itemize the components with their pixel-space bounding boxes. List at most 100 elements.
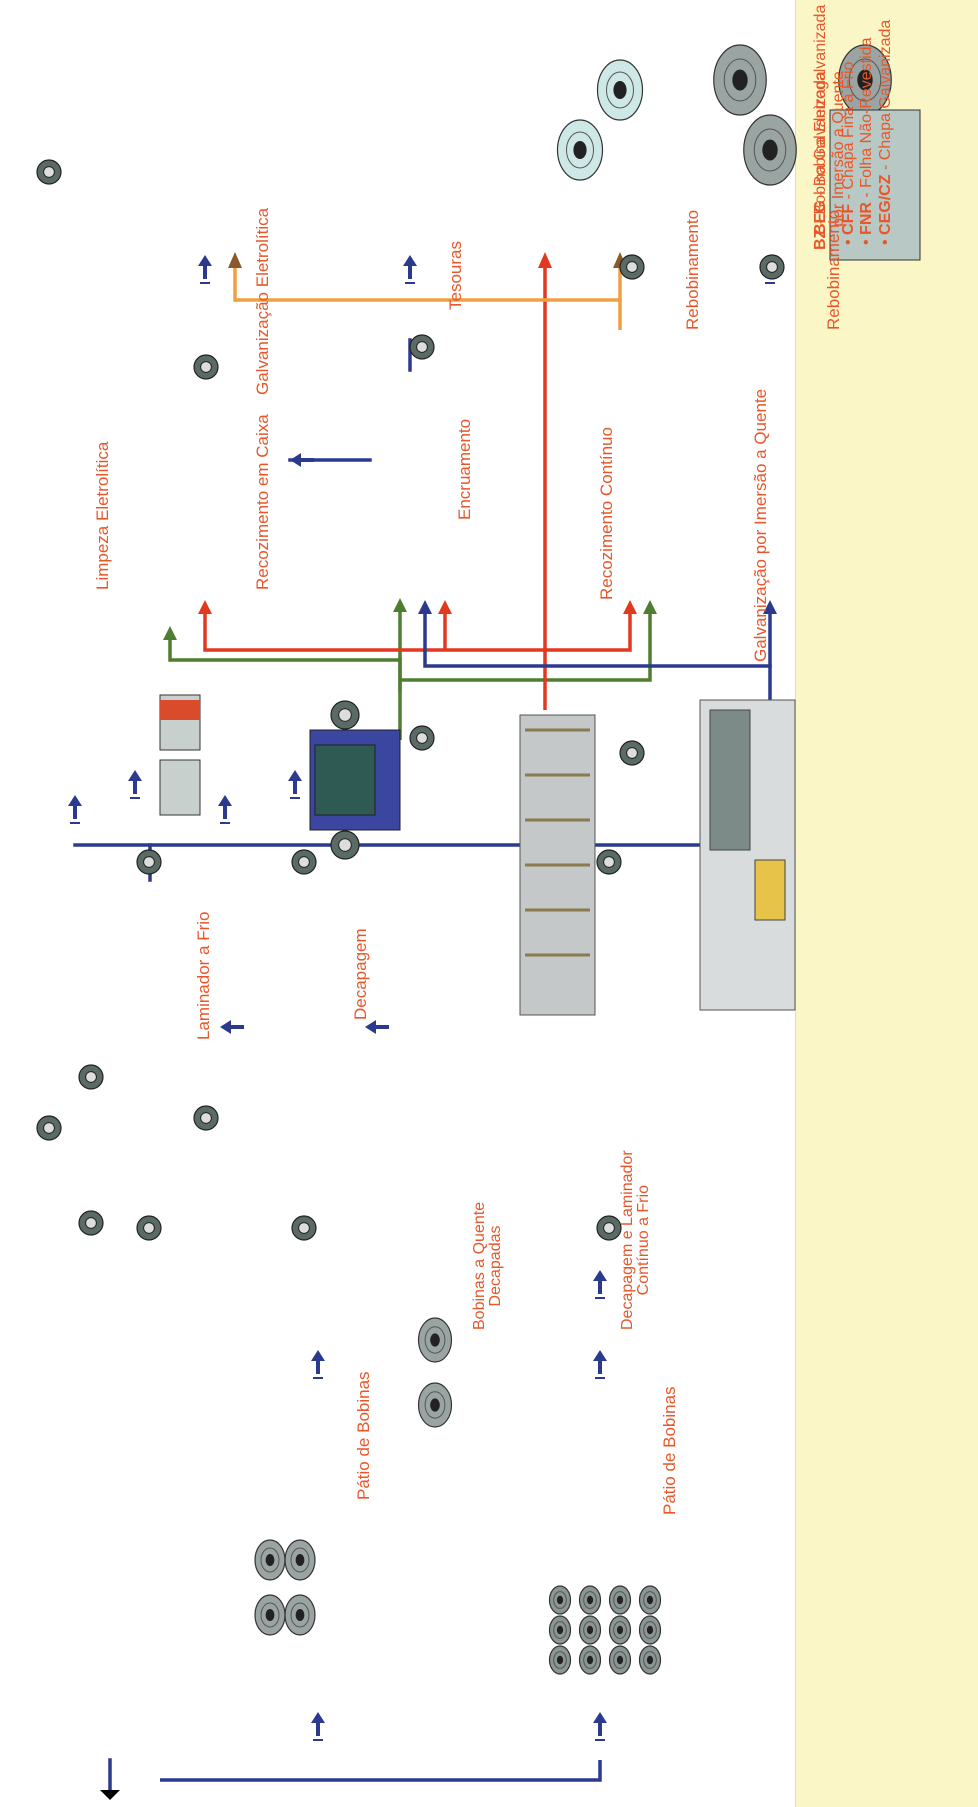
- encruamento-stand: [315, 745, 375, 815]
- product-bz-desc: - Bobina Galvanizada: [812, 71, 829, 228]
- label-decapagem-laminador-line1: Decapagem e Laminador: [620, 1150, 636, 1330]
- caixa-furnace-2: [160, 760, 200, 815]
- arrow-to-patio-2-head: [593, 1712, 607, 1723]
- patio-1-coil-4: [285, 1595, 315, 1635]
- product-fnr: • FNR - Folha Não-Revestida: [858, 20, 876, 245]
- label-tesouras: Tesouras: [447, 241, 464, 310]
- rebob-2-line-coiler: [760, 255, 784, 279]
- galv-imersao-pot: [755, 860, 785, 920]
- coil-core: [266, 1609, 275, 1621]
- rebob-1-line-uncoiler: [620, 741, 644, 765]
- arrow-patio-to-decap-lam-2-head: [593, 1270, 607, 1281]
- coil-core: [617, 1596, 623, 1604]
- roll-hub: [86, 1072, 97, 1083]
- red-arrow-products: [538, 252, 552, 268]
- label-recozimento-caixa: Recozimento em Caixa: [254, 414, 271, 590]
- patio-1-coil-1: [255, 1540, 285, 1580]
- product-fnr-code: FNR: [858, 202, 875, 235]
- roll-hub: [144, 857, 155, 868]
- coil-core: [296, 1609, 305, 1621]
- label-bobinas-quente-decapadas: Bobinas a Quente Decapadas: [472, 1202, 504, 1330]
- coil-core: [587, 1656, 593, 1664]
- red-arrow-rebob: [623, 600, 637, 614]
- coil-core: [557, 1596, 563, 1604]
- arrow-galv-to-products-head: [198, 255, 212, 266]
- bobinas-quente-coil-2: [419, 1383, 452, 1427]
- arrow-patio-to-decap-head: [311, 1350, 325, 1361]
- patio-2-coil-0-1: [580, 1586, 601, 1614]
- arrow-tesouras-to-products-head: [403, 255, 417, 266]
- roll-hub: [144, 1223, 155, 1234]
- label-galvanizacao-imersao: Galvanização por Imersão a Quente: [752, 389, 769, 662]
- roll-hub: [604, 857, 615, 868]
- caixa-heater: [160, 700, 200, 720]
- label-decapagem-laminador-line2: Contínuo a Frio: [636, 1150, 652, 1330]
- green-to-rebob: [400, 612, 650, 680]
- product-fnr-desc: - Folha Não-Revestida: [858, 38, 875, 203]
- dummy-coiler: [79, 1065, 103, 1089]
- arrow-patio-to-decap-lam-head: [593, 1350, 607, 1361]
- label-encruamento: Encruamento: [456, 419, 473, 520]
- roll-hub: [767, 262, 778, 273]
- label-decapagem-laminador: Decapagem e Laminador Contínuo a Frio: [620, 1150, 652, 1330]
- coil-core: [732, 70, 747, 91]
- roll-hub: [627, 748, 638, 759]
- label-patio-bobinas-2: Pátio de Bobinas: [661, 1386, 678, 1515]
- coil-core: [587, 1626, 593, 1634]
- encruamento-roll-2: [331, 831, 359, 859]
- green-network: [170, 660, 400, 740]
- red-to-rebob: [545, 612, 630, 650]
- decapagem-line-coiler: [292, 850, 316, 874]
- feed-arrow: [100, 1790, 120, 1800]
- product-bz-line1: BZ - Bobina Galvanizada: [812, 71, 830, 250]
- roll-hub: [86, 1218, 97, 1229]
- label-limpeza-eletrolitica: Limpeza Eletrolítica: [94, 442, 111, 590]
- label-decapagem: Decapagem: [352, 928, 369, 1020]
- coil-core: [647, 1656, 653, 1664]
- coil-core: [557, 1656, 563, 1664]
- roll-hub: [339, 709, 352, 722]
- bullet: •: [858, 239, 875, 245]
- patio-2-coil-0-0: [550, 1586, 571, 1614]
- product-cegcz-code: CEG/CZ: [877, 174, 894, 234]
- green-arrow-galv: [163, 626, 177, 640]
- product-bz-code: BZ: [812, 229, 829, 250]
- decap-laminador-line-uncoiler: [597, 1216, 621, 1240]
- patio-2-coil-b-0-0: [610, 1586, 631, 1614]
- tesouras-line-coiler: [410, 335, 434, 359]
- product-bf-coil-2: [598, 60, 643, 120]
- green-arrow-rebob: [643, 600, 657, 614]
- label-recozimento-continuo: Recozimento Contínuo: [598, 427, 615, 600]
- patio-2-coil-b-2-0: [610, 1646, 631, 1674]
- coil-core: [557, 1626, 563, 1634]
- brown-arrow-1: [228, 252, 242, 268]
- red-arrow-galv: [198, 600, 212, 614]
- galv-imersao-tower: [710, 710, 750, 850]
- dummy-uncoiler: [79, 1211, 103, 1235]
- coil-core: [762, 140, 777, 161]
- label-rebobinamento-1: Rebobinamento: [684, 210, 701, 330]
- label-bobinas-quente-line2: Decapadas: [488, 1202, 504, 1330]
- patio-1-coil-2: [285, 1540, 315, 1580]
- bobinas-quente-coil-1: [419, 1318, 452, 1362]
- coil-core: [430, 1333, 440, 1346]
- decapagem-line-uncoiler: [292, 1216, 316, 1240]
- coil-core: [617, 1656, 623, 1664]
- coil-core: [430, 1398, 440, 1411]
- roll-hub: [417, 342, 428, 353]
- coil-core: [647, 1596, 653, 1604]
- patio-2-coil-b-1-0: [610, 1616, 631, 1644]
- limpeza-eletrolitica-line-uncoiler: [37, 1116, 61, 1140]
- red-arrow-tesouras: [438, 600, 452, 614]
- product-bz-line2: por Imersão a Quente: [830, 71, 848, 250]
- label-laminador-frio: Laminador a Frio: [195, 911, 212, 1040]
- arrow-decap-to-bobinas-head: [365, 1020, 376, 1034]
- coil-core: [617, 1626, 623, 1634]
- roll-hub: [299, 1223, 310, 1234]
- patio-2-coil-1-0: [550, 1616, 571, 1644]
- label-patio-bobinas-1: Pátio de Bobinas: [355, 1371, 372, 1500]
- arrow-decap-to-laminador-head: [220, 1020, 231, 1034]
- encruamento-roll-1: [331, 701, 359, 729]
- bottom-feed-line: [160, 1760, 600, 1780]
- roll-hub: [417, 733, 428, 744]
